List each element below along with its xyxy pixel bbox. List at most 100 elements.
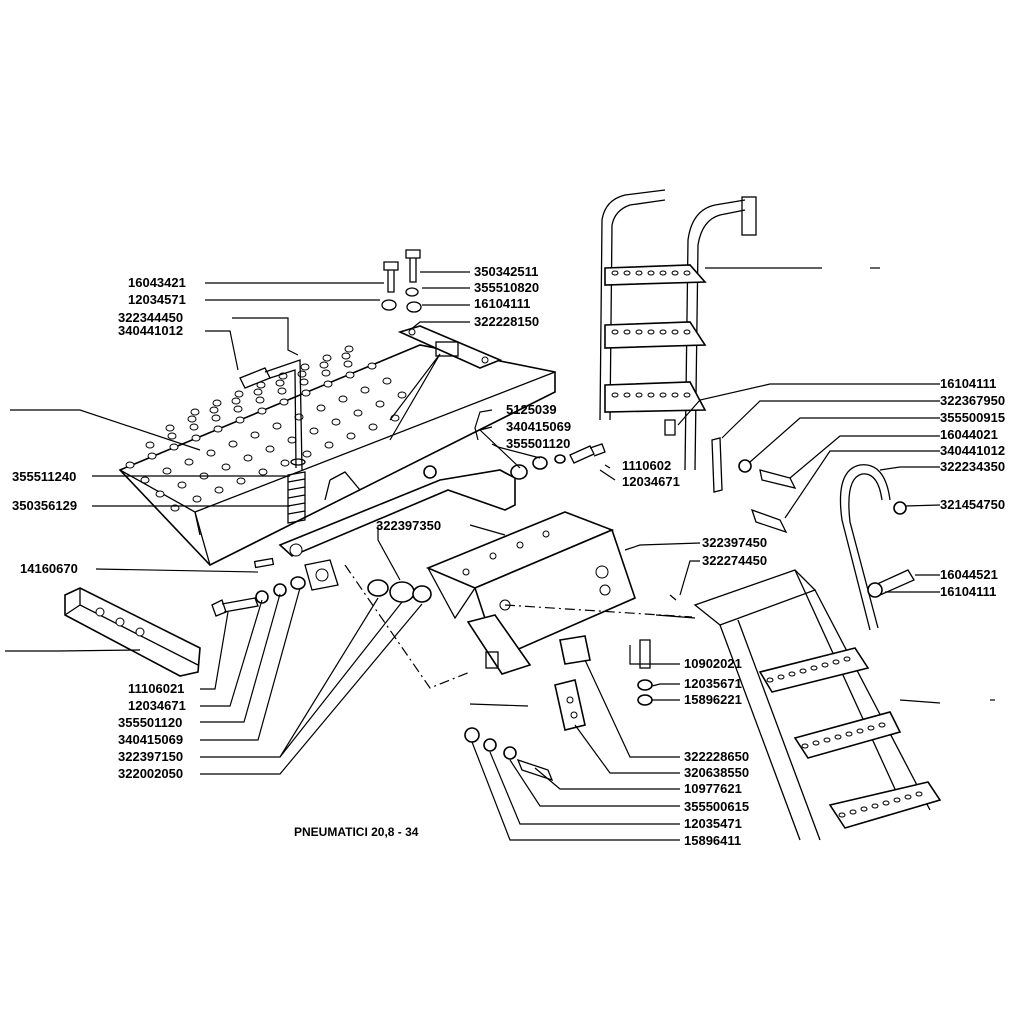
perforation-hole — [140, 476, 150, 484]
perforation-hole — [671, 392, 679, 398]
perforation-hole — [184, 458, 194, 466]
perforation-hole — [211, 414, 221, 422]
callout-14160670: 14160670 — [20, 561, 78, 576]
perforation-hole — [904, 794, 912, 800]
callout-355501120-bottom: 355501120 — [118, 715, 182, 730]
perforation-hole — [915, 791, 923, 797]
channel-bracket — [64, 587, 201, 677]
callout-10977621: 10977621 — [684, 781, 742, 796]
perforation-hole — [253, 388, 263, 396]
perforation-hole — [162, 467, 172, 475]
perforation-hole — [810, 665, 818, 671]
perforation-hole — [145, 441, 155, 449]
perforation-hole — [228, 440, 238, 448]
perforation-hole — [647, 392, 655, 398]
perforation-hole — [647, 270, 655, 276]
callout-16044521: 16044521 — [940, 567, 998, 582]
callout-16104111-right: 16104111 — [940, 376, 996, 391]
perforation-hole — [231, 397, 241, 405]
perforation-hole — [683, 270, 691, 276]
perforation-hole — [832, 659, 840, 665]
callout-322002050: 322002050 — [118, 766, 183, 781]
perforation-hole — [343, 360, 353, 368]
perforation-hole — [353, 409, 363, 417]
callout-322234350: 322234350 — [940, 459, 1005, 474]
perforation-hole — [799, 668, 807, 674]
perforation-hole — [235, 416, 245, 424]
perforation-hole — [843, 656, 851, 662]
perforation-hole — [323, 380, 333, 388]
perforation-hole — [341, 352, 351, 360]
perforation-hole — [275, 379, 285, 387]
mounting-bracket-box — [425, 511, 636, 675]
perforation-hole — [125, 461, 135, 469]
perforation-hole — [206, 449, 216, 457]
callout-322397150: 322397150 — [118, 749, 183, 764]
perforation-hole — [856, 728, 864, 734]
perforation-hole — [860, 806, 868, 812]
perforation-hole — [893, 797, 901, 803]
callout-350356129: 350356129 — [12, 498, 77, 513]
perforation-hole — [272, 422, 282, 430]
perforation-hole — [871, 803, 879, 809]
perforation-hole — [279, 398, 289, 406]
callout-12034671-top: 12034671 — [622, 474, 680, 489]
callout-10902021: 10902021 — [684, 656, 742, 671]
perforation-hole — [375, 400, 385, 408]
perforation-hole — [777, 674, 785, 680]
perforation-hole — [623, 270, 631, 276]
leader-lines — [5, 267, 995, 841]
perforation-hole — [294, 413, 304, 421]
perforation-hole — [671, 329, 679, 335]
upper-ladder — [599, 189, 757, 471]
perforation-hole — [321, 369, 331, 377]
callout-321454750: 321454750 — [940, 497, 1005, 512]
perforation-hole — [834, 734, 842, 740]
perforation-hole — [823, 737, 831, 743]
perforation-hole — [845, 731, 853, 737]
perforation-hole — [300, 363, 310, 371]
perforation-hole — [209, 406, 219, 414]
perforation-hole — [265, 445, 275, 453]
perforation-hole — [234, 390, 244, 398]
perforation-hole — [338, 395, 348, 403]
perforation-hole — [309, 427, 319, 435]
perforation-hole — [882, 800, 890, 806]
bushings — [367, 454, 566, 603]
callout-340415069-bottom: 340415069 — [118, 732, 183, 747]
perforation-hole — [611, 270, 619, 276]
perforation-hole — [867, 725, 875, 731]
callout-labels: 16043421 12034571 322344450 340441012 35… — [12, 264, 1005, 848]
perforation-hole — [611, 392, 619, 398]
perforation-hole — [250, 431, 260, 439]
perforation-hole — [623, 392, 631, 398]
callout-12035471: 12035471 — [684, 816, 742, 831]
spring-bolt-assembly — [239, 359, 306, 524]
callout-16104111-top: 16104111 — [474, 296, 530, 311]
perforation-hole — [647, 329, 655, 335]
callout-320638550: 320638550 — [684, 765, 749, 780]
callout-12035671: 12035671 — [684, 676, 742, 691]
callout-322228650: 322228650 — [684, 749, 749, 764]
callout-16044021: 16044021 — [940, 427, 998, 442]
perforation-hole — [367, 362, 377, 370]
callout-12034671-bottom: 12034671 — [128, 698, 186, 713]
perforation-hole — [147, 452, 157, 460]
perforation-hole — [155, 490, 165, 498]
callout-322397450: 322397450 — [702, 535, 767, 550]
perforation-hole — [258, 468, 268, 476]
perforation-hole — [213, 425, 223, 433]
perforation-hole — [683, 329, 691, 335]
perforation-hole — [801, 743, 809, 749]
perforation-hole — [788, 671, 796, 677]
perforation-hole — [878, 722, 886, 728]
callout-350342511: 350342511 — [474, 264, 538, 279]
perforation-hole — [683, 392, 691, 398]
callout-322344450: 322344450 — [118, 310, 183, 325]
perforation-hole — [190, 408, 200, 416]
perforation-hole — [635, 270, 643, 276]
callout-322367950: 322367950 — [940, 393, 1005, 408]
perforation-hole — [302, 450, 312, 458]
perforation-hole — [346, 432, 356, 440]
